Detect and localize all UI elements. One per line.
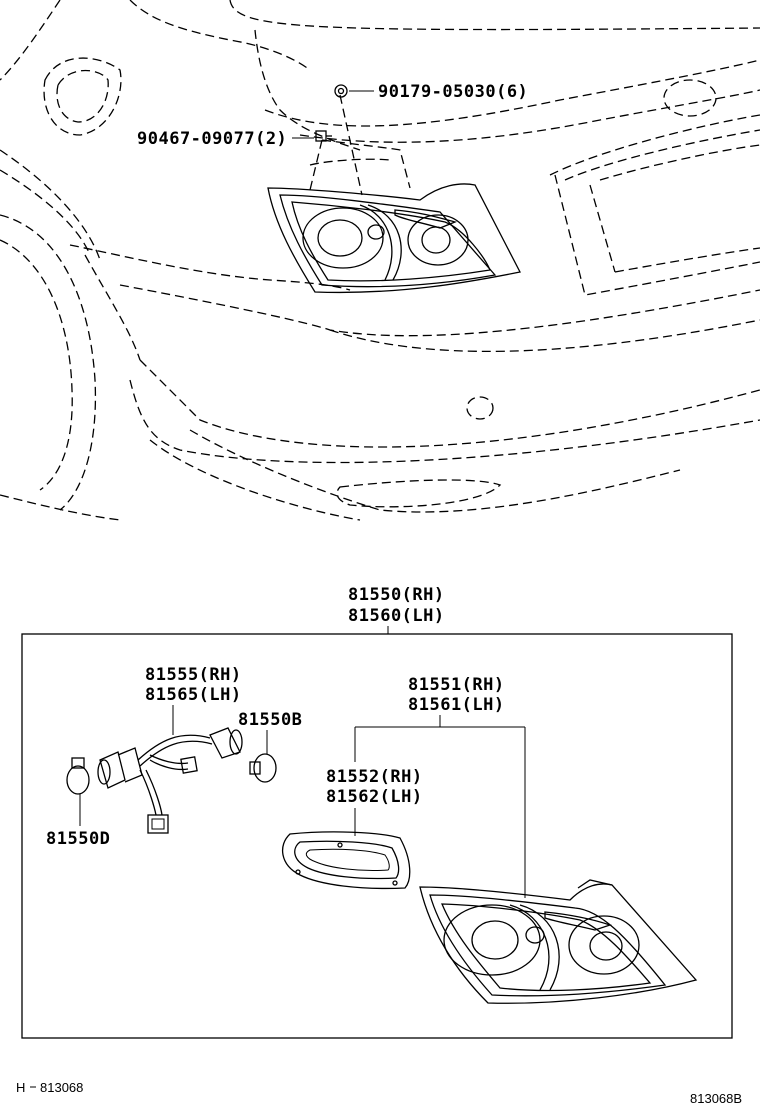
vehicle-rear-illustration	[0, 0, 760, 521]
callout-assy-lh: 81560(LH)	[348, 606, 445, 626]
callout-gasket-lh: 81562(LH)	[326, 787, 423, 807]
callout-lens-rh: 81551(RH)	[408, 675, 505, 695]
callout-nut: 90179-05030(6)	[378, 82, 528, 102]
callout-gasket-rh: 81552(RH)	[326, 767, 423, 787]
installed-tail-lamp	[267, 183, 521, 294]
screw-icon	[315, 130, 332, 142]
bulb-d-icon	[66, 757, 90, 795]
tail-lamp-lens	[419, 879, 698, 1004]
callout-bulb-d: 81550D	[46, 829, 110, 849]
assembly-frame	[21, 633, 733, 1039]
callout-lens-lh: 81561(LH)	[408, 695, 505, 715]
footer-right-code: 813068B	[690, 1091, 742, 1106]
callout-screw: 90467-09077(2)	[137, 129, 287, 149]
footer-left-code: 813068	[40, 1080, 83, 1095]
callout-assy-rh: 81550(RH)	[348, 585, 445, 605]
gasket	[281, 831, 411, 890]
callout-bulb-b: 81550B	[238, 710, 302, 730]
callout-socket-lh: 81565(LH)	[145, 685, 242, 705]
bulb-b-icon	[249, 753, 277, 783]
footer-left-prefix: H	[16, 1080, 25, 1095]
socket-and-wire	[97, 727, 243, 834]
callout-socket-rh: 81555(RH)	[145, 665, 242, 685]
nut-icon	[334, 84, 348, 98]
